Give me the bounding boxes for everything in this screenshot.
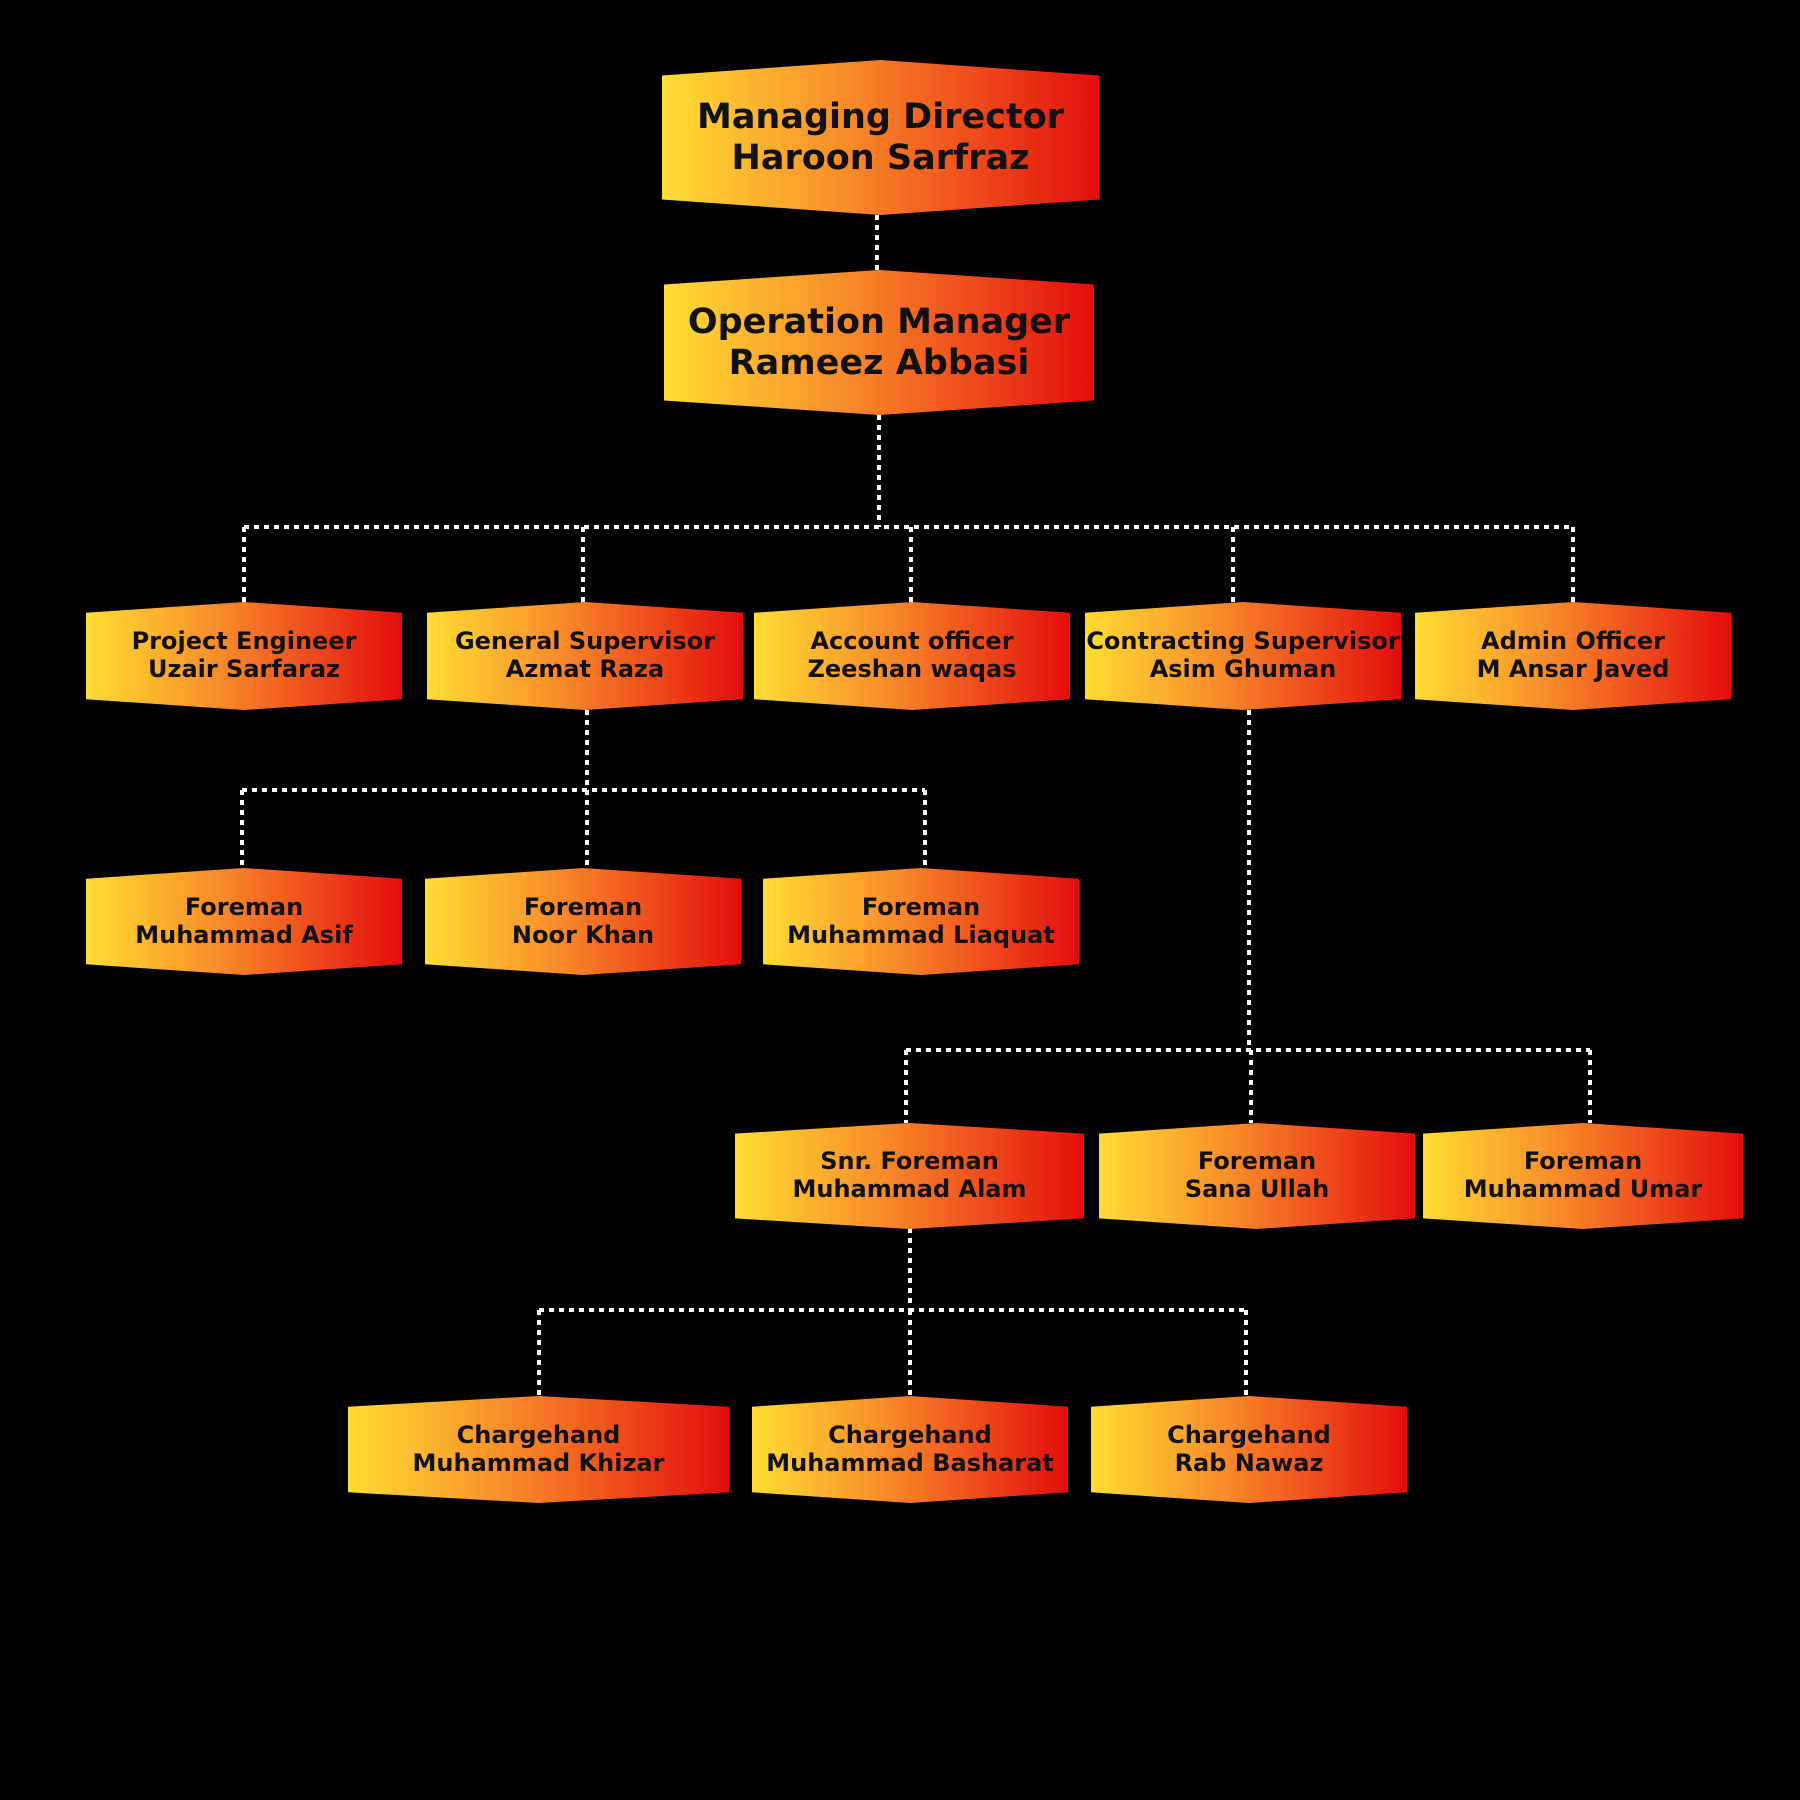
node-chargehand-khizar: Chargehand Muhammad Khizar (348, 1396, 729, 1503)
node-person: Noor Khan (511, 920, 655, 949)
node-role: Foreman (1197, 1147, 1317, 1176)
node-managing-director: Managing Director Haroon Sarfraz (662, 60, 1099, 215)
node-role: Foreman (861, 892, 981, 921)
node-person: Muhammad Liaquat (787, 920, 1055, 949)
node-role: Operation Manager (687, 302, 1071, 343)
node-person: Zeeshan waqas (807, 655, 1017, 683)
node-person: Asim Ghuman (1149, 655, 1337, 683)
node-role: Contracting Supervisor (1086, 627, 1400, 656)
node-role: Foreman (184, 892, 304, 921)
node-foreman-liaquat: Foreman Muhammad Liaquat (763, 868, 1079, 975)
node-person: Muhammad Basharat (766, 1448, 1054, 1477)
node-role: Managing Director (696, 97, 1065, 138)
node-role: Chargehand (828, 1420, 992, 1449)
node-role: Project Engineer (131, 627, 357, 656)
node-person: Rameez Abbasi (728, 342, 1030, 383)
node-role: Chargehand (1167, 1420, 1331, 1449)
node-role: Snr. Foreman (820, 1147, 999, 1176)
node-person: Muhammad Asif (135, 920, 353, 949)
node-role: Foreman (523, 892, 643, 921)
node-chargehand-rab: Chargehand Rab Nawaz (1091, 1396, 1407, 1503)
node-account-officer: Account officer Zeeshan waqas (754, 602, 1070, 710)
node-contracting-supervisor: Contracting Supervisor Asim Ghuman (1085, 602, 1401, 710)
node-foreman-asif: Foreman Muhammad Asif (86, 868, 402, 975)
node-person: Rab Nawaz (1174, 1448, 1324, 1477)
node-role: Account officer (810, 627, 1014, 656)
node-chargehand-basharat: Chargehand Muhammad Basharat (752, 1396, 1068, 1503)
node-snr-foreman-alam: Snr. Foreman Muhammad Alam (735, 1123, 1084, 1229)
node-admin-officer: Admin Officer M Ansar Javed (1415, 602, 1731, 710)
node-role: General Supervisor (454, 627, 716, 656)
node-person: M Ansar Javed (1476, 655, 1670, 683)
node-role: Foreman (1523, 1147, 1643, 1176)
node-general-supervisor: General Supervisor Azmat Raza (427, 602, 743, 710)
node-person: Muhammad Umar (1463, 1175, 1703, 1203)
node-role: Chargehand (456, 1420, 621, 1449)
node-foreman-umar: Foreman Muhammad Umar (1423, 1123, 1743, 1229)
node-person: Uzair Sarfaraz (147, 655, 341, 683)
node-role: Admin Officer (1481, 627, 1665, 656)
node-person: Muhammad Khizar (412, 1448, 665, 1477)
node-foreman-noor: Foreman Noor Khan (425, 868, 741, 975)
node-person: Sana Ullah (1184, 1175, 1330, 1203)
node-foreman-sana: Foreman Sana Ullah (1099, 1123, 1415, 1229)
node-operation-manager: Operation Manager Rameez Abbasi (664, 270, 1094, 415)
node-person: Azmat Raza (505, 655, 665, 683)
node-project-engineer: Project Engineer Uzair Sarfaraz (86, 602, 402, 710)
node-person: Muhammad Alam (792, 1175, 1027, 1203)
node-person: Haroon Sarfraz (731, 137, 1030, 178)
